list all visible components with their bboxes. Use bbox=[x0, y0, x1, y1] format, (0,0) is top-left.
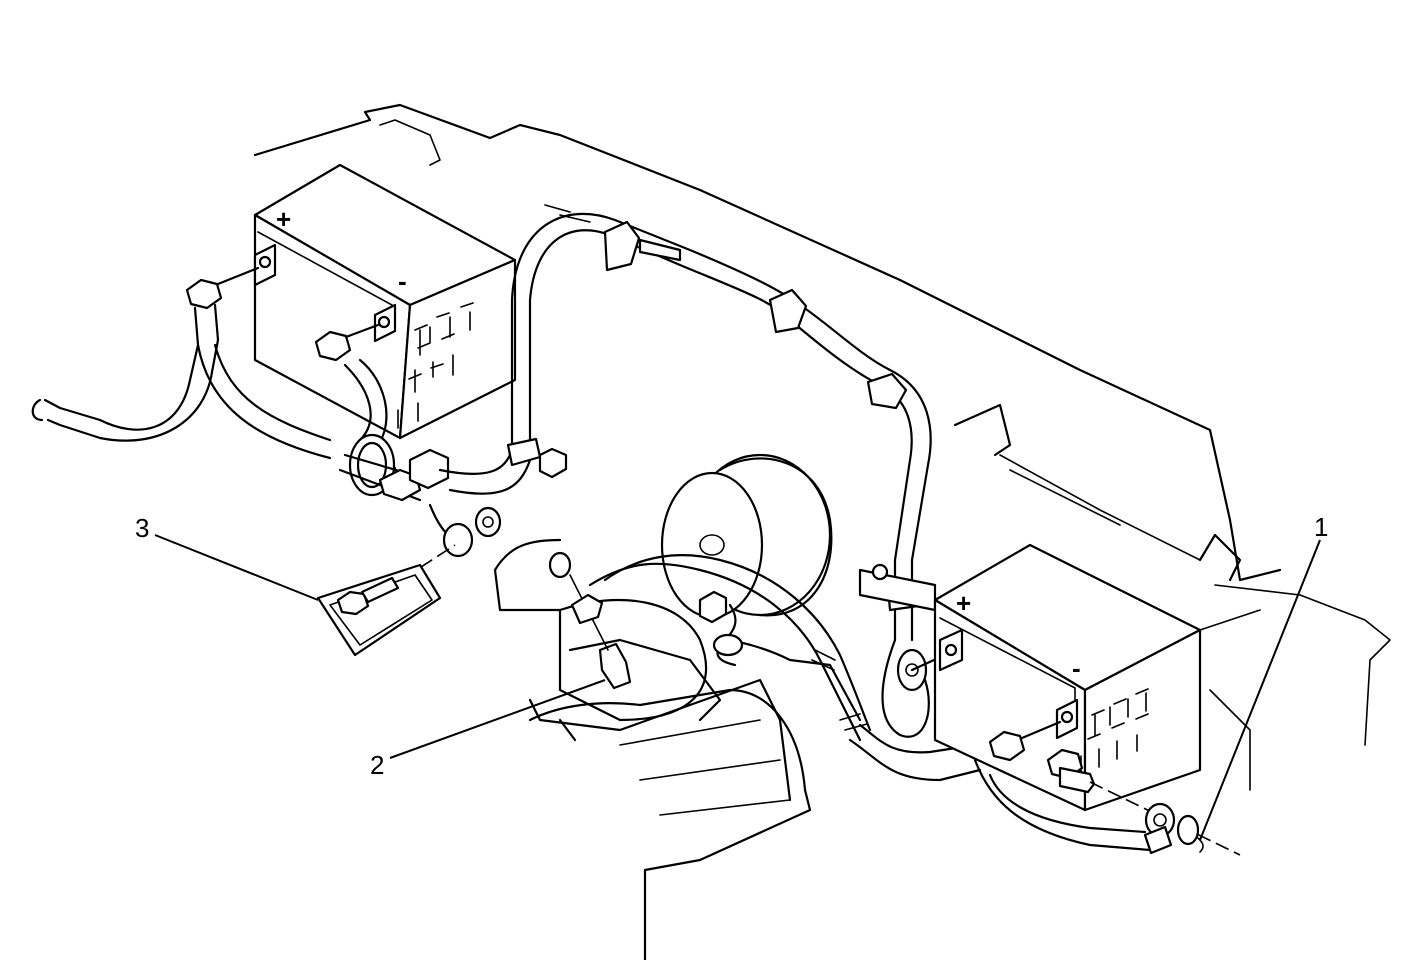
engine-block bbox=[493, 538, 812, 960]
callout-2: 2 bbox=[370, 750, 385, 780]
starter-motor bbox=[660, 453, 937, 619]
right-battery-cables bbox=[973, 720, 1241, 856]
right-battery: + - bbox=[933, 543, 1202, 812]
left-battery-negative-mark: - bbox=[398, 266, 407, 296]
right-battery-negative-mark: - bbox=[1072, 653, 1081, 683]
leader-line-1 bbox=[1199, 539, 1321, 841]
callout-3: 3 bbox=[135, 513, 150, 543]
callout-leaders bbox=[154, 534, 1321, 841]
left-battery-cables bbox=[31, 212, 932, 657]
left-battery: + - bbox=[253, 163, 517, 440]
leader-line-2 bbox=[389, 679, 606, 759]
left-battery-positive-mark: + bbox=[276, 204, 291, 234]
right-battery-positive-mark: + bbox=[956, 588, 971, 618]
callout-1: 1 bbox=[1314, 512, 1329, 542]
leader-line-3 bbox=[154, 534, 319, 601]
vehicle-body-outline bbox=[253, 103, 1391, 791]
